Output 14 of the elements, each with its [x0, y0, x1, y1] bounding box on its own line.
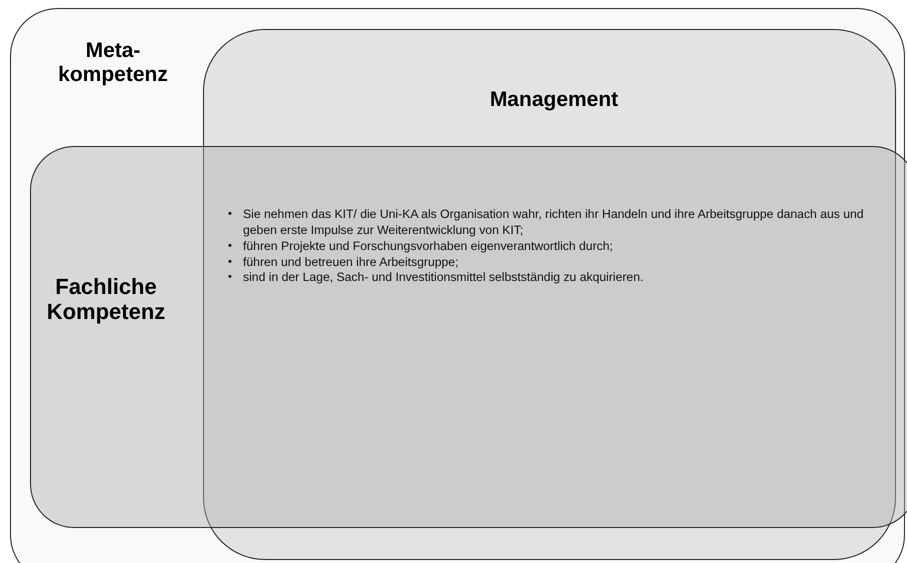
- bullet-item: führen Projekte und Forschungsvorhaben eigenverantwortlich durch;: [243, 238, 614, 255]
- region-box: [30, 146, 907, 528]
- region-box: [203, 29, 896, 560]
- bullet-marker: •: [228, 238, 233, 254]
- region-title: Meta- kompetenz: [57, 39, 169, 88]
- region-title: Fachliche Kompetenz: [46, 274, 166, 325]
- region-title: Management: [488, 88, 620, 112]
- region-box: [10, 8, 905, 563]
- bullet-item: Sie nehmen das KIT/ die Uni-KA als Organisation wahr, richten ihr Handeln und ihre Arbeitsgruppe danach aus und geben erste Impulse zur Weiterentwicklung von KIT;: [243, 207, 865, 239]
- bullet-marker: •: [228, 254, 233, 269]
- bullet-marker: •: [228, 207, 233, 222]
- bullet-item: sind in der Lage, Sach- und Investitionsmittel selbstständig zu akquirieren.: [243, 270, 644, 286]
- bullet-item: führen und betreuen ihre Arbeitsgruppe;: [243, 254, 460, 270]
- bullet-marker: •: [228, 270, 233, 285]
